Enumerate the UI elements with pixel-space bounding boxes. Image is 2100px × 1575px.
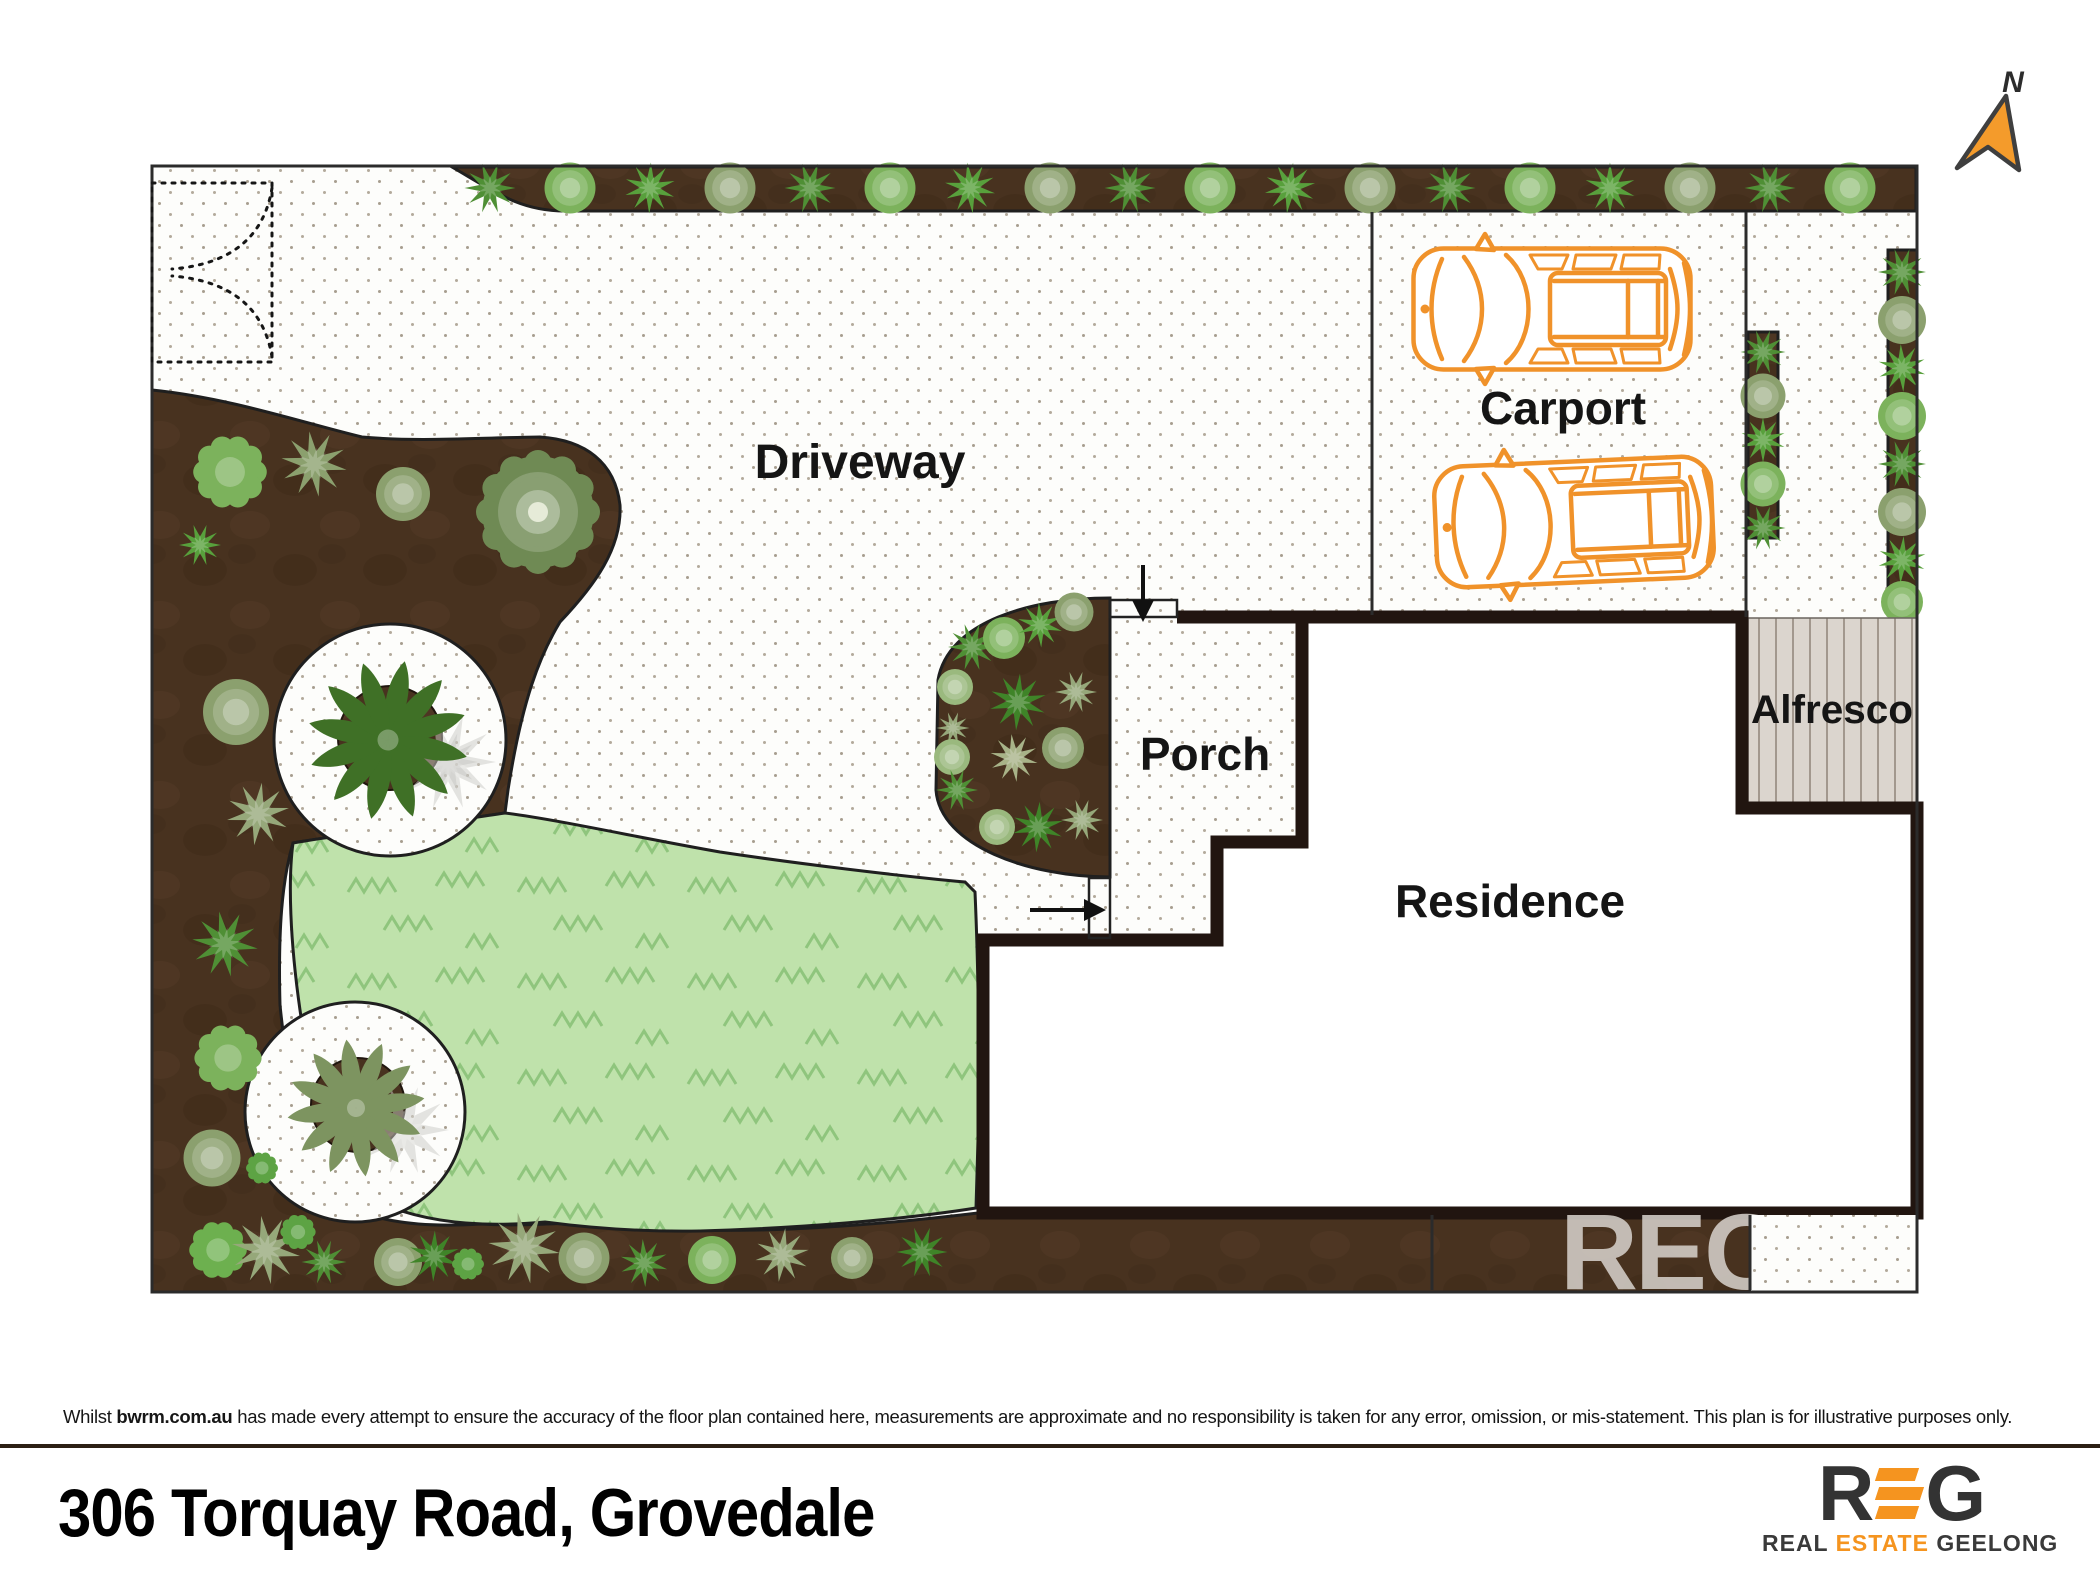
logo-monogram: R G [1762,1449,2042,1537]
plant-icon [194,1025,262,1091]
plant-icon [452,1248,484,1280]
logo-letter-r: R [1817,1449,1875,1537]
plant-icon [1878,488,1926,536]
plant-icon [1878,392,1926,440]
plant-icon [193,436,267,508]
plant-icon [1824,162,1876,214]
plant-icon [1504,162,1556,214]
carport-label: Carport [1480,382,1646,434]
logo-tagline: REAL ESTATE GEELONG [1762,1530,2057,1557]
plant-icon [979,809,1015,845]
disclaimer-prefix: Whilst [63,1406,117,1427]
plant-icon [864,162,916,214]
logo-letter-e-icon [1875,1467,1925,1519]
plant-icon [1664,162,1716,214]
plant-icon [1054,592,1094,632]
residence-walls [976,610,1924,1220]
entry-arrow-down-icon [1132,565,1154,622]
residence-label: Residence [1395,875,1625,927]
plant-icon [183,1129,241,1187]
tagline-real: REAL [1762,1530,1829,1556]
plant-icon [934,739,970,775]
plant-icon [1878,296,1926,344]
disclaimer-rest: has made every attempt to ensure the acc… [232,1406,2013,1427]
plant-icon [1024,162,1076,214]
north-arrow-icon: N [1954,66,2025,173]
plant-icon [1042,727,1084,769]
plant-icon [704,162,756,214]
gate-icon [150,181,274,364]
plant-icon [558,1232,610,1284]
footer-divider [0,1444,2100,1448]
plant-icon [831,1237,873,1279]
garden-circle-2 [243,1000,467,1224]
plant-icon [688,1236,736,1284]
bottom-right-path [1751,1215,1916,1291]
property-address: 306 Torquay Road, Grovedale [58,1475,875,1551]
plant-icon [544,162,596,214]
car-icon [1414,234,1691,384]
car-icon [1432,441,1715,603]
north-label: N [2002,66,2025,99]
plant-icon [189,1222,247,1278]
plant-icon [983,617,1025,659]
driveway-label: Driveway [755,436,966,489]
porch-label: Porch [1140,728,1270,780]
disclaimer-site-name: bwrm.com.au [116,1406,233,1427]
garden-circle-1 [272,622,508,858]
disclaimer-text: Whilst bwrm.com.au has made every attemp… [63,1406,2063,1428]
tagline-estate: ESTATE [1835,1530,1929,1556]
residence-interior [983,617,1917,1213]
tagline-geelong: GEELONG [1936,1530,2059,1556]
plant-icon [280,1215,316,1249]
agency-logo: R G REAL ESTATE GEELONG [1762,1449,2057,1557]
boundary-lines [150,164,1919,1294]
entry-arrow-right-icon [1030,899,1106,921]
alfresco-label: Alfresco [1751,688,1913,732]
plant-icon [246,1152,278,1184]
plant-icon [376,467,430,521]
area-labels: Driveway Carport Porch Residence Alfresc… [755,382,1913,927]
logo-letter-g: G [1925,1449,1986,1537]
plant-icon [1184,162,1236,214]
plant-icon [203,679,269,745]
garden-porch-bed [934,596,1112,879]
plant-icon [937,669,973,705]
plant-icon [1344,162,1396,214]
